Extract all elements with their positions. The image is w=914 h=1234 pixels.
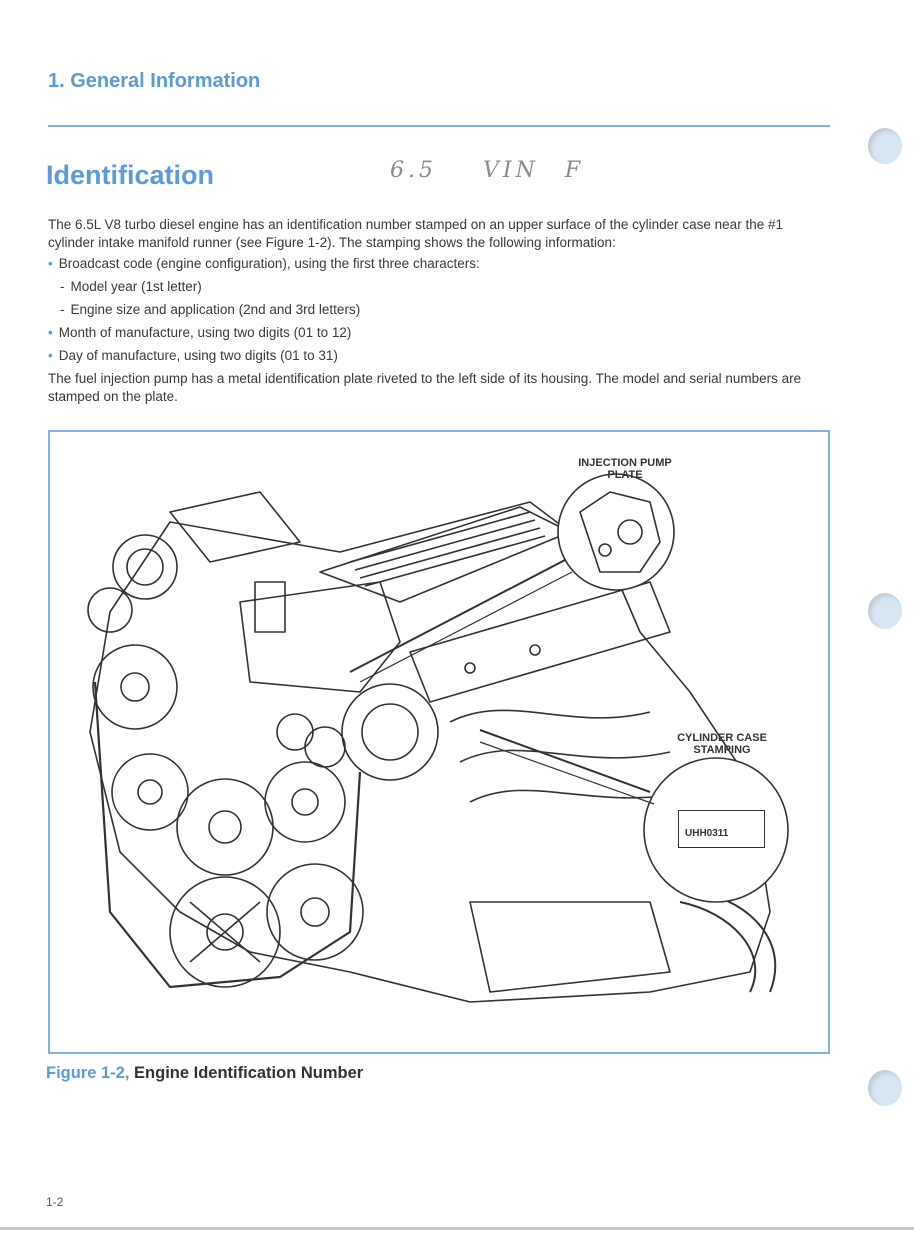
body-text: The 6.5L V8 turbo diesel engine has an i… [48, 216, 828, 406]
cylinder-case-label: CYLINDER CASE STAMPING [662, 732, 782, 756]
cylinder-case-label-line-2: STAMPING [693, 744, 751, 756]
list-item: -Engine size and application (2nd and 3r… [48, 301, 828, 319]
intake-manifold [239, 581, 401, 693]
bullet-icon: • [48, 325, 53, 340]
page-title: Identification [46, 160, 214, 190]
handwritten-part-1: 6.5 [390, 158, 437, 183]
pulley [111, 753, 189, 831]
figure-number: Figure 1-2, [46, 1064, 130, 1082]
section-header: 1. General Information [48, 70, 261, 92]
pump-leader-line [349, 559, 566, 673]
crank-pulley [169, 876, 281, 988]
dash-icon: - [60, 279, 65, 294]
list-item: • Broadcast code (engine configuration), … [48, 255, 828, 273]
cylinder-case [409, 581, 671, 703]
figure-caption-text: Engine Identification Number [134, 1064, 364, 1082]
turbocharger [112, 534, 178, 600]
list-item-text: Engine size and application (2nd and 3rd… [70, 302, 361, 317]
pulley [264, 761, 346, 843]
stamp-code-box: UHH0311 [678, 810, 765, 848]
handwritten-part-2: VIN [483, 158, 539, 183]
binder-hole-icon [868, 1070, 902, 1106]
pulley [176, 778, 274, 876]
intro-paragraph: The 6.5L V8 turbo diesel engine has an i… [48, 217, 783, 250]
handwritten-part-3: F [564, 158, 585, 183]
list-item: • Day of manufacture, using two digits (0… [48, 347, 828, 365]
injection-pump-label: INJECTION PUMP PLATE [555, 457, 695, 481]
figure-caption: Figure 1-2, Engine Identification Number [46, 1064, 363, 1083]
injection-pump-callout-circle [557, 473, 675, 591]
binder-hole-icon [868, 128, 902, 164]
pulley [266, 863, 364, 961]
stamp-code: UHH0311 [685, 828, 729, 839]
drive-belt [93, 681, 362, 989]
cylinder-case-label-line-1: CYLINDER CASE [677, 732, 767, 744]
binder-hole-icon [868, 593, 902, 629]
page-number: 1-2 [46, 1195, 64, 1209]
bullet-icon: • [48, 348, 53, 363]
alternator [341, 683, 439, 781]
injection-pump-label-line-1: INJECTION PUMP [578, 457, 672, 469]
cylinder-leader-line [479, 729, 651, 793]
injection-pump-label-line-2: PLATE [607, 469, 643, 481]
oil-pan [469, 901, 671, 993]
dash-icon: - [60, 302, 65, 317]
bullet-icon: • [48, 256, 53, 271]
pulley [92, 644, 178, 730]
list-item-text: Model year (1st letter) [70, 279, 202, 294]
list-item-text: Month of manufacture, using two digits (… [58, 325, 352, 340]
list-item-text: Day of manufacture, using two digits (01… [58, 348, 338, 363]
outro-paragraph: The fuel injection pump has a metal iden… [48, 371, 802, 404]
header-divider [48, 125, 830, 127]
engine-figure: INJECTION PUMP PLATE CYLINDER CASE STAMP… [48, 430, 830, 1054]
handwritten-note: 6.5 VIN F [390, 158, 584, 183]
footer-divider [0, 1227, 914, 1230]
list-item: • Month of manufacture, using two digits … [48, 324, 828, 342]
info-list: • Broadcast code (engine configuration), … [48, 255, 828, 365]
list-item-text: Broadcast code (engine configuration), u… [58, 256, 480, 271]
list-item: -Model year (1st letter) [48, 278, 828, 296]
